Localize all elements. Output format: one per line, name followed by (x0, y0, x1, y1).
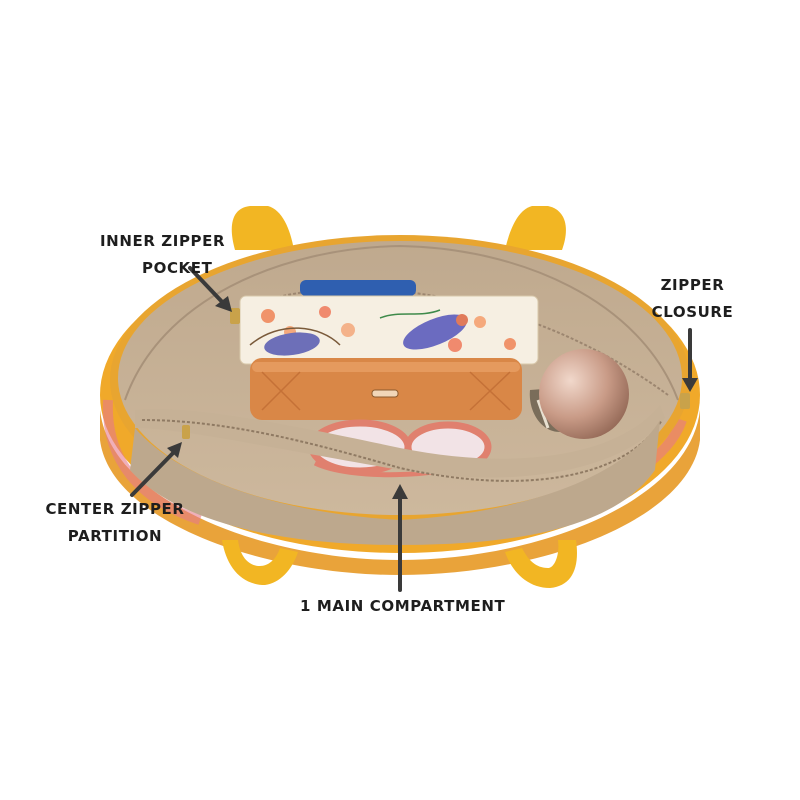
floral-pouch (239, 280, 539, 365)
inner-zipper-pull-icon (230, 308, 240, 324)
label-zipper-closure: ZIPPER CLOSURE (651, 276, 734, 321)
label-center-zipper-partition: CENTER ZIPPER PARTITION (45, 500, 185, 545)
wallet (250, 358, 522, 420)
label-inner-zipper-pocket: INNER ZIPPER (100, 232, 226, 250)
label-inner-zipper-pocket-line2: POCKET (142, 259, 213, 277)
center-partition (130, 405, 665, 545)
callout-arrows (130, 266, 698, 592)
bottle (529, 349, 629, 439)
back-strap (231, 206, 566, 250)
zipper-pulls (230, 308, 690, 409)
closure-zipper-pull-icon (680, 393, 690, 409)
label-main-compartment: 1 MAIN COMPARTMENT (300, 597, 506, 615)
front-strap (222, 540, 577, 588)
